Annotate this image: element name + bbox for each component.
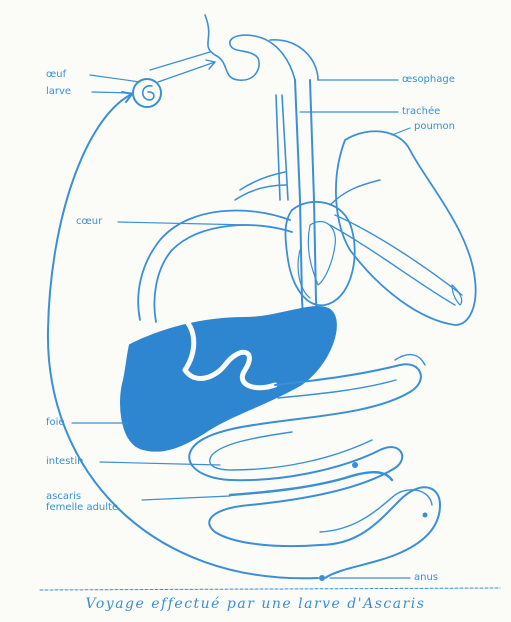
- ascaris-worm: [230, 472, 392, 495]
- label-trachee: trachée: [402, 106, 440, 117]
- label-poumon: poumon: [414, 121, 455, 132]
- label-oeuf: œuf: [46, 69, 66, 80]
- leader-poumon: [392, 128, 410, 135]
- anus-point: [319, 575, 325, 581]
- head-outline: [205, 15, 295, 80]
- label-coeur: cœur: [76, 216, 102, 227]
- heart-outline: [285, 202, 354, 305]
- caption-rule: [40, 588, 500, 590]
- colon-tube: [320, 487, 440, 578]
- leader-intestin: [100, 462, 220, 465]
- leader-oeuf: [90, 75, 140, 82]
- label-larve: larve: [46, 86, 71, 97]
- larva-coil: [143, 86, 154, 100]
- label-foie: foie: [46, 417, 65, 428]
- label-oesophage: œsophage: [402, 74, 455, 85]
- trachea-tube: [282, 95, 288, 200]
- figure-caption: Voyage effectué par une larve d'Ascaris: [0, 596, 511, 612]
- egg-circle: [133, 79, 161, 107]
- leader-coeur: [118, 222, 250, 225]
- lung-outline: [336, 131, 476, 325]
- label-ascaris: ascaris femelle adulte: [46, 491, 118, 513]
- label-anus: anus: [414, 572, 438, 583]
- leader-ascaris: [142, 496, 230, 500]
- label-intestin: intestin: [46, 456, 83, 467]
